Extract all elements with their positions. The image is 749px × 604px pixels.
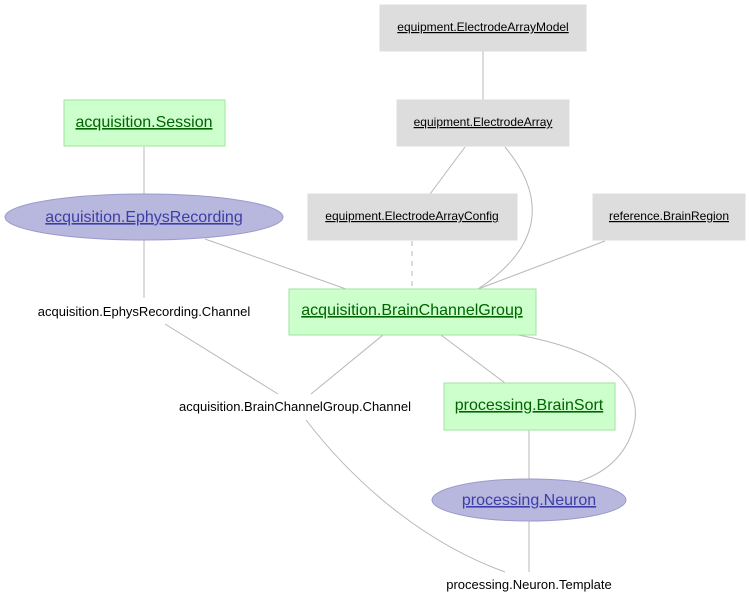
edge-array-to-config — [429, 146, 466, 195]
brain-channel-group-box[interactable] — [288, 288, 537, 336]
neuron-label[interactable]: processing.Neuron — [462, 492, 596, 509]
brain-sort-label[interactable]: processing.BrainSort — [455, 397, 604, 414]
neuron-template-label[interactable]: processing.Neuron.Template — [446, 577, 611, 592]
node-brain-channel-group-channel[interactable]: acquisition.BrainChannelGroup.Channel — [179, 399, 411, 414]
edges — [143, 51, 636, 573]
node-electrode-array[interactable]: equipment.ElectrodeArray — [396, 99, 570, 147]
electrode-array-box[interactable] — [396, 99, 570, 147]
node-brain-sort[interactable]: processing.BrainSort — [443, 382, 616, 431]
neuron-ellipse[interactable] — [431, 478, 627, 522]
node-neuron[interactable]: processing.Neuron — [431, 478, 627, 522]
node-brain-region[interactable]: reference.BrainRegion — [592, 193, 746, 241]
brain-channel-group-label[interactable]: acquisition.BrainChannelGroup — [301, 302, 523, 319]
session-label[interactable]: acquisition.Session — [76, 114, 213, 131]
session-box[interactable] — [63, 99, 226, 147]
edge-brainchannelgroup-to-neuron — [517, 334, 636, 483]
ephys-recording-ellipse[interactable] — [4, 193, 284, 241]
edge-brainregion-to-brainchannelgroup — [477, 240, 606, 290]
ephys-recording-channel-label[interactable]: acquisition.EphysRecording.Channel — [38, 304, 251, 319]
electrode-array-config-label[interactable]: equipment.ElectrodeArrayConfig — [325, 209, 498, 223]
edge-brainchannelgroup-to-brainsort — [440, 334, 506, 384]
brain-region-label[interactable]: reference.BrainRegion — [609, 209, 729, 223]
node-ephys-recording[interactable]: acquisition.EphysRecording — [4, 193, 284, 241]
node-neuron-template[interactable]: processing.Neuron.Template — [446, 577, 611, 592]
ephys-recording-label[interactable]: acquisition.EphysRecording — [45, 209, 242, 226]
electrode-array-config-box[interactable] — [307, 193, 518, 241]
node-session[interactable]: acquisition.Session — [63, 99, 226, 147]
node-brain-channel-group[interactable]: acquisition.BrainChannelGroup — [288, 288, 537, 336]
brain-region-box[interactable] — [592, 193, 746, 241]
brain-channel-group-channel-label[interactable]: acquisition.BrainChannelGroup.Channel — [179, 399, 411, 414]
node-ephys-recording-channel[interactable]: acquisition.EphysRecording.Channel — [38, 304, 251, 319]
electrode-array-label[interactable]: equipment.ElectrodeArray — [414, 115, 553, 129]
node-electrode-array-config[interactable]: equipment.ElectrodeArrayConfig — [307, 193, 518, 241]
edge-bcgchannel-to-template — [305, 419, 506, 573]
edge-ephysrecording-to-brainchannelgroup — [204, 238, 347, 290]
edge-brainchannelgroup-to-bcgchannel — [310, 334, 384, 395]
node-electrode-array-model[interactable]: equipment.ElectrodeArrayModel — [379, 4, 587, 52]
edge-ephyschannel-to-bcgchannel — [164, 323, 279, 395]
edge-array-to-brainchannelgroup — [477, 146, 533, 290]
electrode-array-model-label[interactable]: equipment.ElectrodeArrayModel — [397, 20, 568, 34]
electrode-array-model-box[interactable] — [379, 4, 587, 52]
brain-sort-box[interactable] — [443, 382, 616, 431]
